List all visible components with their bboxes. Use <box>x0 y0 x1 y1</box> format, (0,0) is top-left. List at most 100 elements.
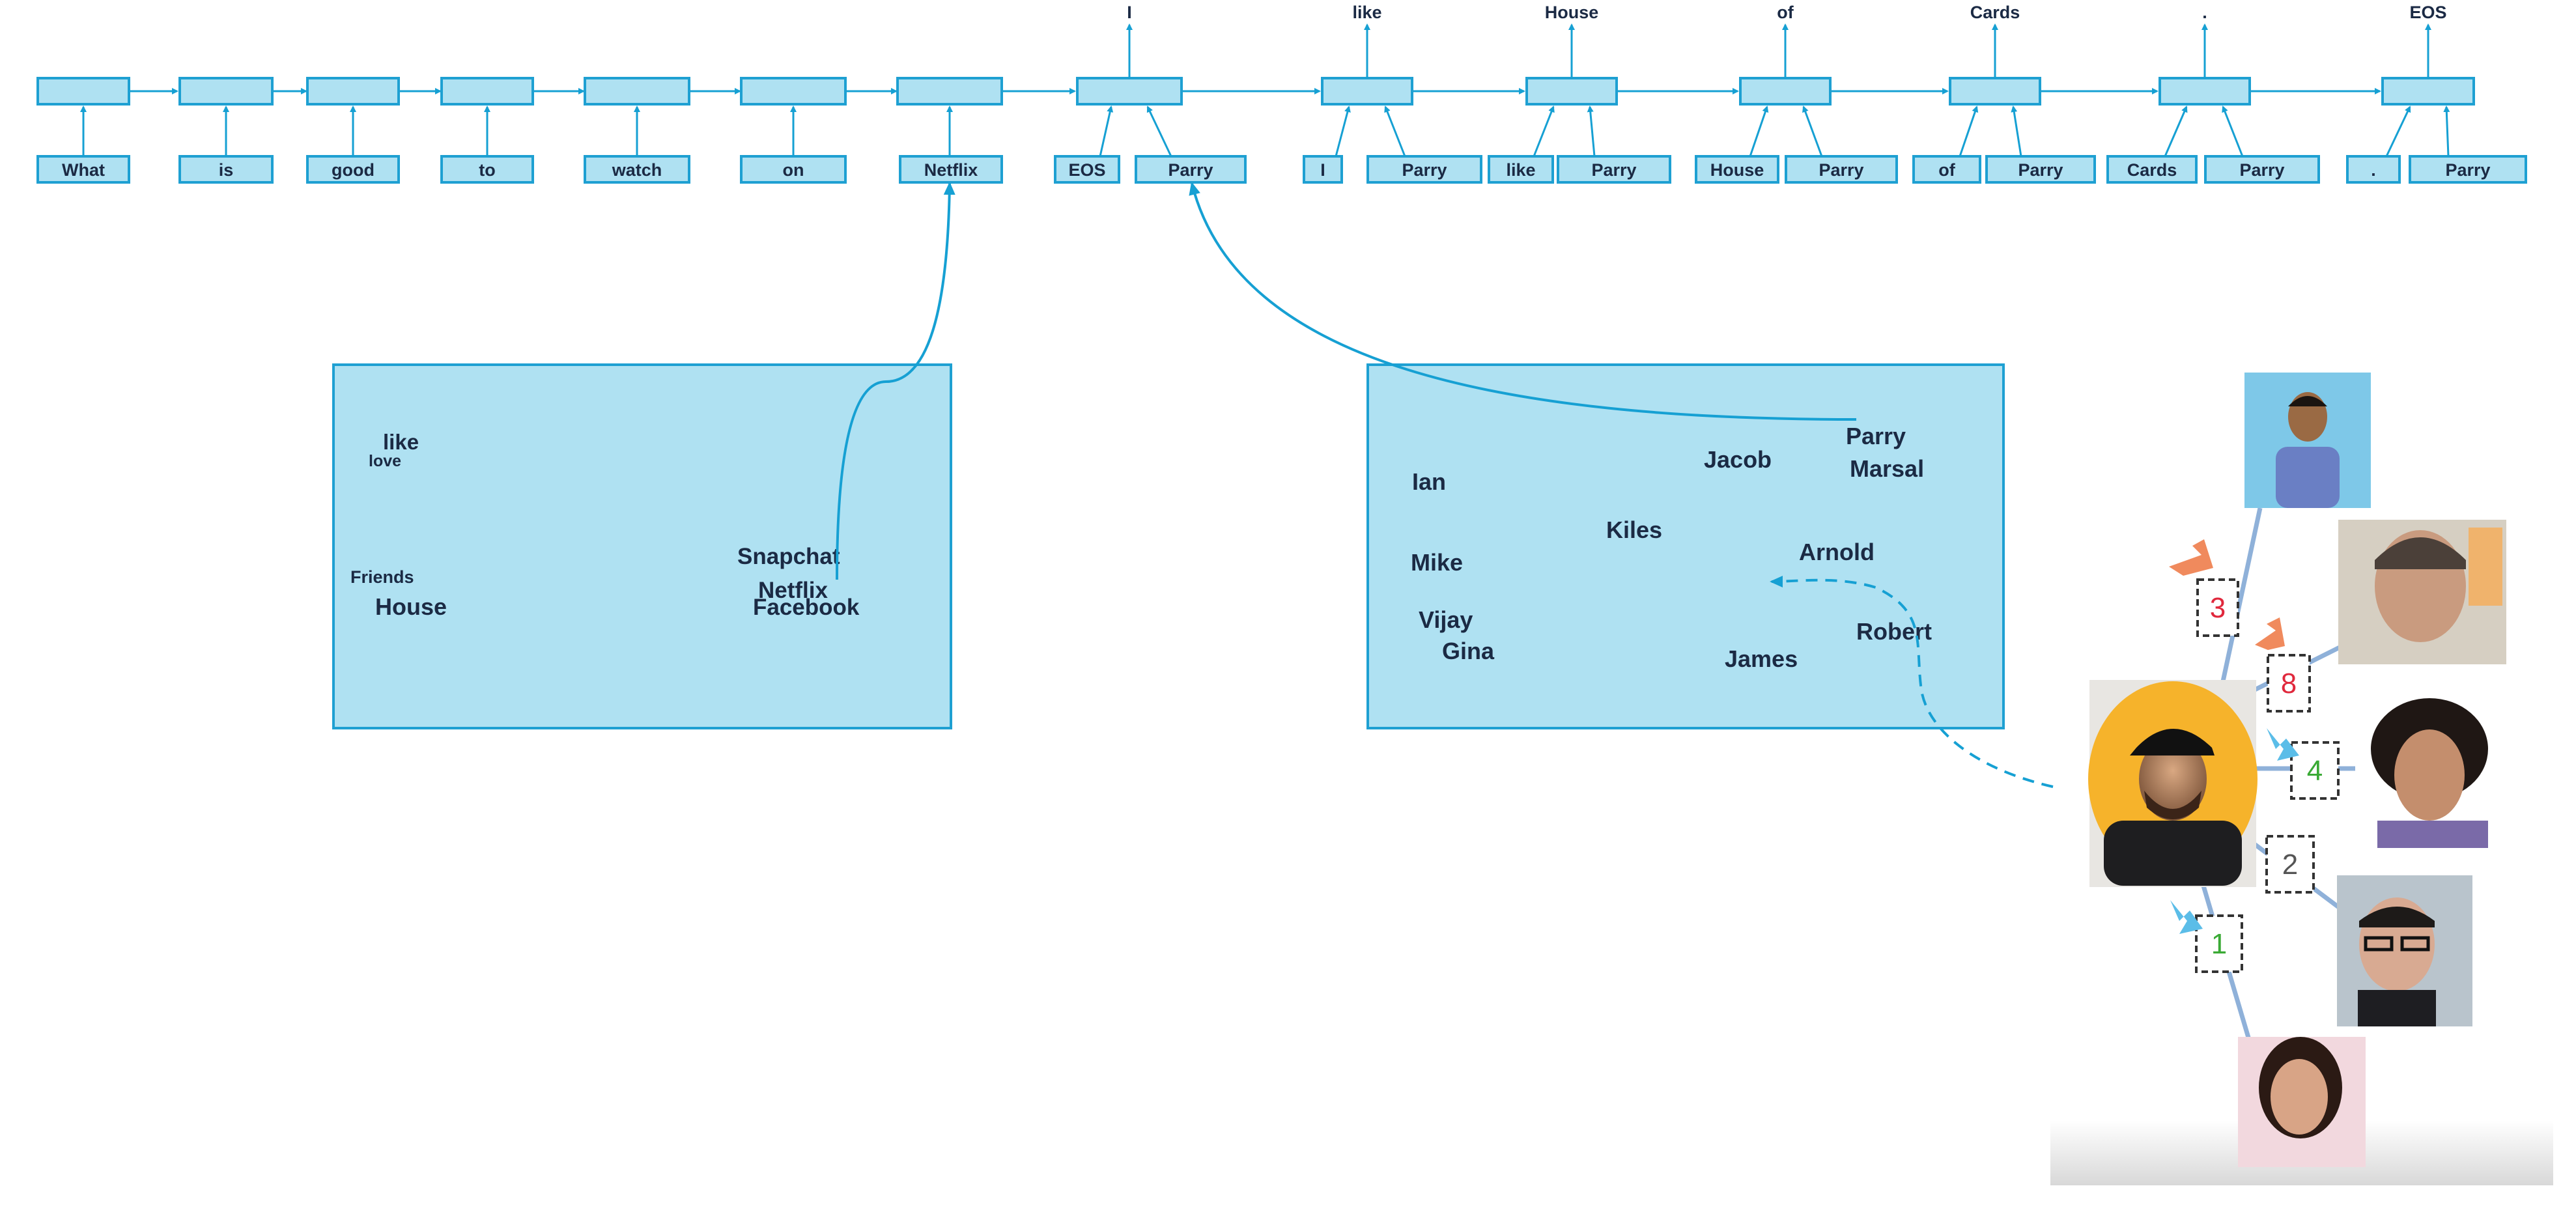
decoder-speaker-box <box>1985 155 2096 184</box>
token-label: of <box>1777 3 1794 22</box>
token-label: What <box>62 160 105 180</box>
decoder-word-box <box>1695 155 1779 184</box>
decoder-cell <box>1949 77 2041 106</box>
avatar-boy <box>2244 373 2371 508</box>
speaker-embedding-box <box>1366 363 2005 729</box>
encoder-token-box <box>178 155 274 184</box>
edge-badge-1: 1 <box>2170 900 2243 973</box>
badge-count: 2 <box>2282 849 2298 881</box>
decoder-speaker-box <box>2204 155 2320 184</box>
token-label: like <box>1506 160 1535 180</box>
decoder-speaker-box <box>1785 155 1898 184</box>
token-label: EOS <box>2409 3 2446 22</box>
edge-badge-2: 2 <box>2265 835 2315 894</box>
speaker-label: Mike <box>1411 549 1463 576</box>
encoder-cell <box>740 77 847 106</box>
encoder-token-box <box>440 155 534 184</box>
token-label: watch <box>612 160 662 180</box>
token-label: House <box>1545 3 1599 22</box>
speaker-label: Kiles <box>1606 516 1662 543</box>
word-embedding-box <box>332 363 952 729</box>
decoder-word-box <box>1303 155 1343 184</box>
token-label: is <box>219 160 234 180</box>
arrow-down-icon <box>2170 900 2203 934</box>
parry-embedding-link <box>1189 182 1857 421</box>
badge-count: 8 <box>2281 668 2297 699</box>
avatar-woman <box>2238 1037 2366 1167</box>
badge-box <box>2265 835 2315 894</box>
encoder-token-box <box>584 155 690 184</box>
arrow-up-icon <box>2255 617 2285 650</box>
encoder-cell <box>36 77 130 106</box>
badge-count: 1 <box>2211 928 2227 960</box>
avatar-curly-hair <box>2355 698 2512 848</box>
graph-edge <box>2218 507 2263 691</box>
speaker-label: Arnold <box>1799 539 1875 565</box>
word-embedding-space: like love Friends House Snapchat Netflix… <box>332 363 952 729</box>
speaker-label: Marsal <box>1850 455 1924 482</box>
token-label: Parry <box>1591 160 1636 180</box>
decoder-speaker-box <box>1366 155 1482 184</box>
token-label: Cards <box>2127 160 2177 180</box>
token-label: House <box>1710 160 1764 180</box>
social-graph: 3 8 4 2 1 <box>2050 373 2553 1185</box>
word-input-arrow <box>1749 106 1769 157</box>
encoder-token-box <box>899 155 1003 184</box>
word-input-arrow <box>1099 106 1114 157</box>
edge-badge-4: 4 <box>2267 728 2340 800</box>
word-input-arrow <box>1533 106 1555 157</box>
token-label: . <box>2371 160 2376 180</box>
speaker-label: Gina <box>1442 638 1495 664</box>
netflix-embedding-link <box>836 182 955 580</box>
edge-badge-3: 3 <box>2169 539 2239 637</box>
word-label: love <box>369 452 401 470</box>
decoder-cell <box>1321 77 1413 106</box>
speaker-input-arrow <box>1384 106 1406 157</box>
decoder-word-box <box>1054 155 1120 184</box>
speaker-input-arrow <box>2222 106 2244 157</box>
token-label: Parry <box>1402 160 1447 180</box>
encoder-cell <box>440 77 534 106</box>
speaker-embedding-space: Parry Marsal Jacob Ian Kiles Arnold Mike… <box>1366 363 2005 729</box>
decoder-cell <box>2381 77 2475 106</box>
token-label: Parry <box>1819 160 1863 180</box>
arrow-down-icon <box>2267 728 2299 761</box>
edge-badge-8: 8 <box>2255 617 2311 713</box>
word-input-arrow <box>2164 106 2188 157</box>
token-label: Netflix <box>924 160 978 180</box>
decoder-speaker-box <box>1135 155 1247 184</box>
decoder-word-box <box>1912 155 1981 184</box>
arrow-up-icon <box>2169 539 2213 576</box>
badge-count: 3 <box>2210 592 2226 624</box>
badge-box <box>2196 578 2239 637</box>
decoder-cell <box>1525 77 1618 106</box>
word-input-arrow <box>2385 106 2411 157</box>
badge-box <box>2267 654 2311 713</box>
speaker-input-arrow <box>2011 106 2022 157</box>
encoder-cell <box>584 77 690 106</box>
token-label: I <box>1127 3 1132 22</box>
decoder-word-box <box>2346 155 2401 184</box>
token-label: on <box>783 160 804 180</box>
speaker-input-arrow <box>2443 106 2450 157</box>
speaker-input-arrow <box>1802 106 1823 157</box>
speaker-label: Vijay <box>1419 606 1473 633</box>
word-label: like <box>383 430 419 454</box>
avatar-center <box>2088 680 2258 887</box>
badge-count: 4 <box>2307 755 2323 787</box>
token-label: like <box>1352 3 1381 22</box>
encoder-cell <box>306 77 400 106</box>
speaker-label: James <box>1725 645 1798 672</box>
speaker-label: Robert <box>1856 618 1932 645</box>
encoder-cell <box>896 77 1003 106</box>
decoder-cell <box>1076 77 1183 106</box>
badge-box <box>2290 741 2340 800</box>
speaker-input-arrow <box>1146 106 1172 157</box>
encoder-cell <box>178 77 274 106</box>
token-label: Parry <box>2018 160 2063 180</box>
word-input-arrow <box>1959 106 1979 157</box>
word-input-arrow <box>1335 106 1351 157</box>
word-label: Friends <box>350 567 414 587</box>
token-label: Parry <box>1168 160 1213 180</box>
